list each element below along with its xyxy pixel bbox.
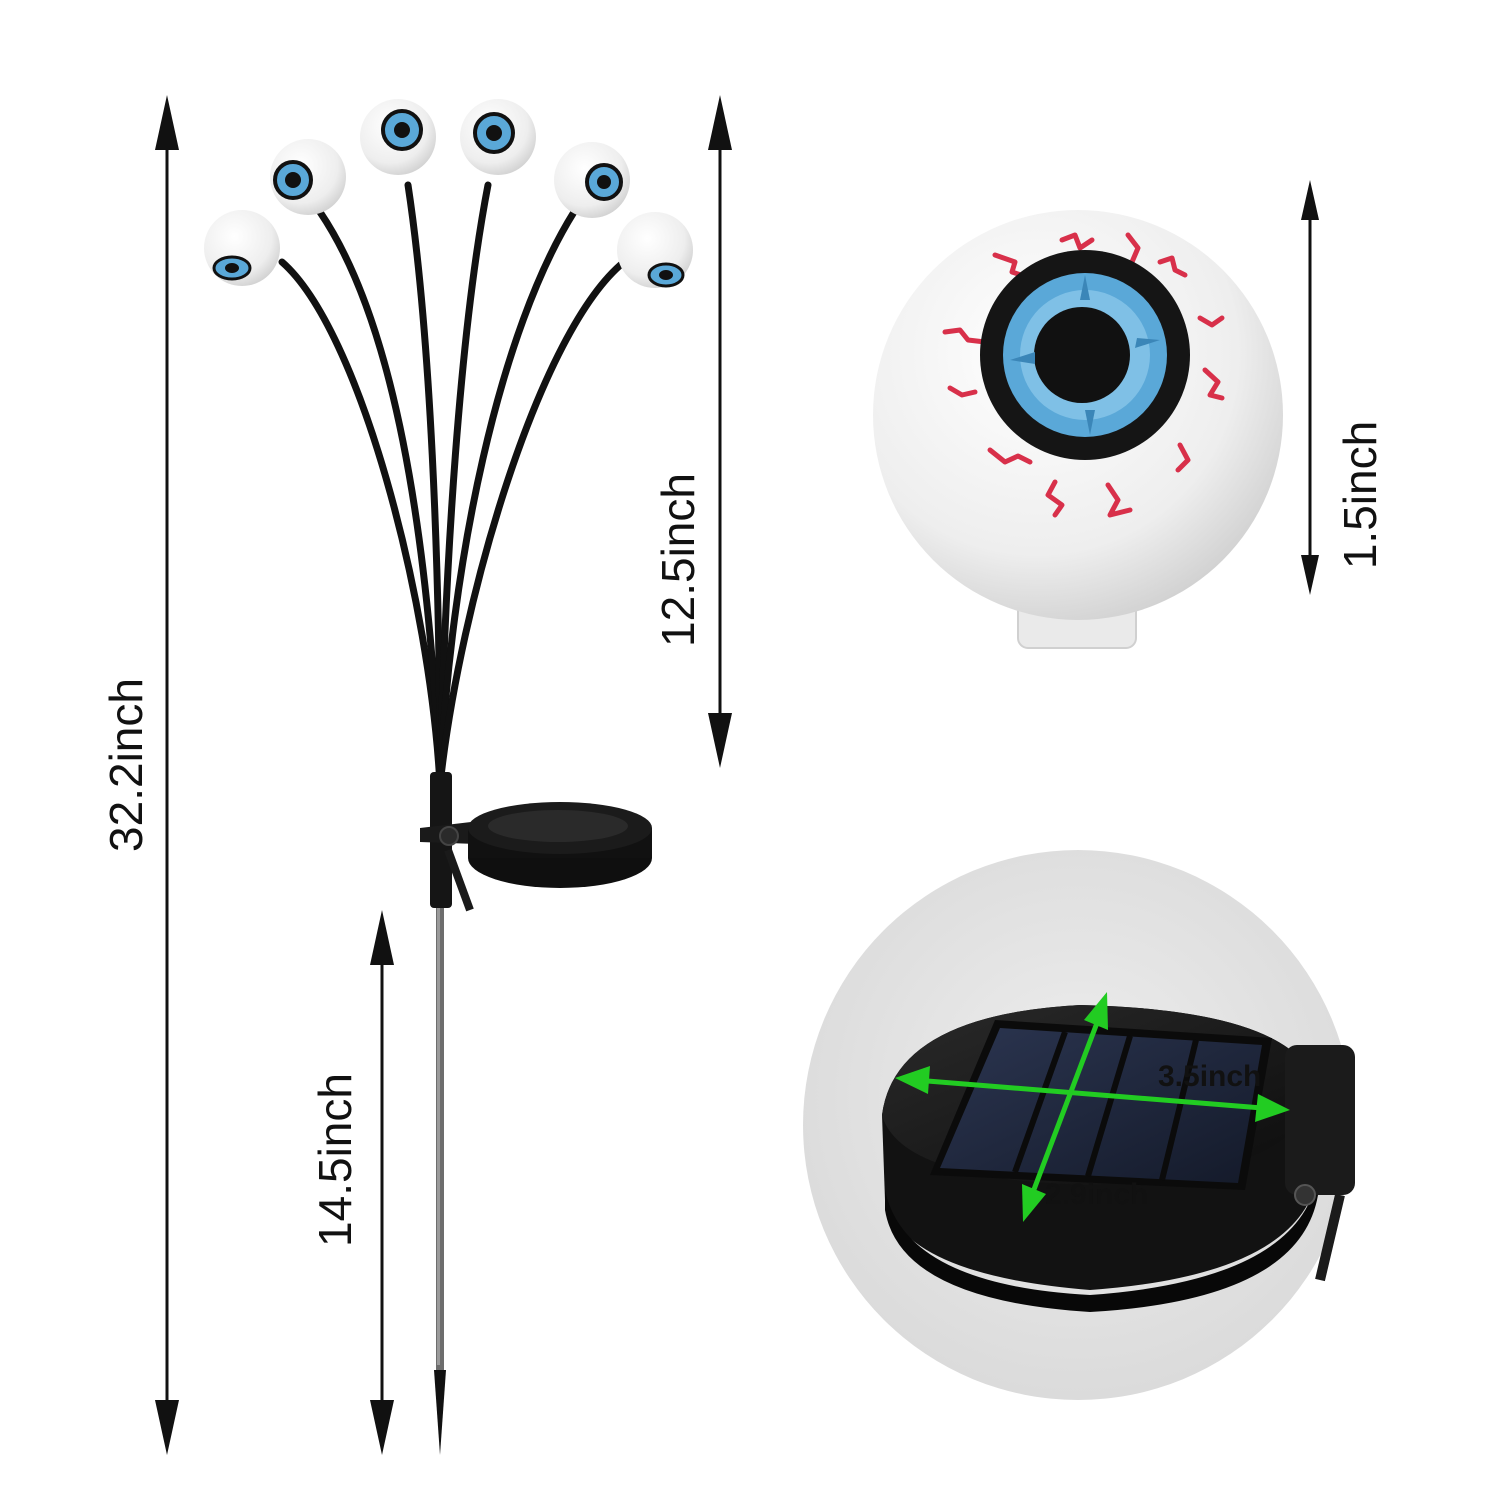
eyeball-detail	[873, 210, 1283, 649]
top-height-label: 12.5inch	[652, 473, 704, 647]
bulb-diameter-arrow	[1301, 180, 1319, 595]
stems	[278, 181, 628, 789]
total-height-label: 32.2inch	[100, 678, 152, 852]
panel-width-label: 3.5inch	[1158, 1060, 1262, 1093]
eyeball-5	[554, 142, 630, 218]
panel-width-arrow	[895, 1066, 1290, 1122]
eyeball-6	[617, 212, 693, 288]
iris-detail	[1010, 275, 1160, 435]
top-height-arrow	[708, 95, 732, 768]
stake-height-arrow	[370, 910, 394, 1455]
solar-panel-detail	[803, 850, 1355, 1400]
eyeball-4	[460, 99, 536, 175]
eyeball-2	[270, 139, 346, 215]
total-height-arrow	[155, 95, 179, 1455]
solar-box	[468, 802, 652, 888]
stake-light	[204, 99, 693, 1455]
stake-height-label: 14.5inch	[309, 1073, 361, 1247]
eyeball-1	[204, 210, 280, 286]
stake-spike	[434, 1370, 446, 1455]
bulb-diameter-label: 1.5inch	[1334, 420, 1386, 570]
panel-depth-label: 2.9inch	[1045, 1178, 1149, 1211]
panel-depth-arrow	[1022, 992, 1108, 1222]
panel-grid	[1012, 1030, 1199, 1181]
eyeball-3	[360, 99, 436, 175]
